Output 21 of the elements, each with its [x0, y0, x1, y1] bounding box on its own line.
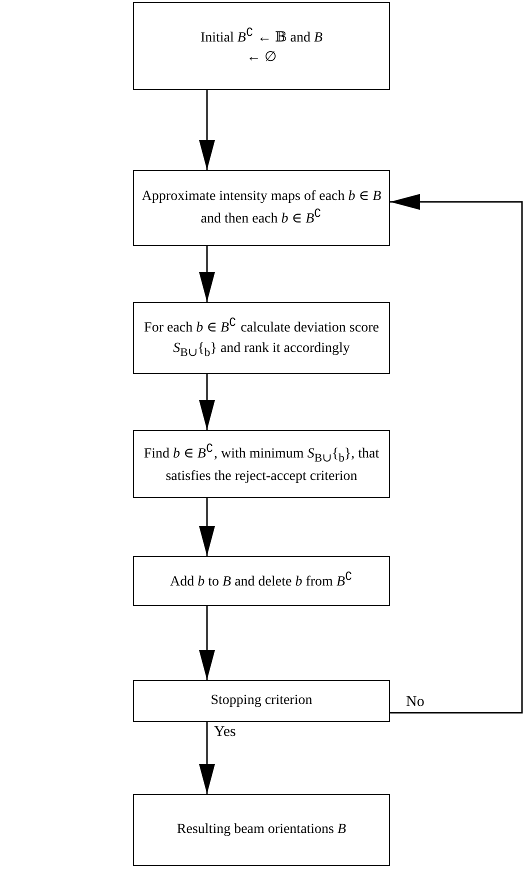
process-box	[133, 302, 390, 374]
arrow	[199, 722, 215, 794]
process-box	[133, 680, 390, 722]
arrow	[199, 374, 215, 430]
process-box	[133, 556, 390, 606]
arrow	[199, 498, 215, 556]
process-box	[133, 794, 390, 866]
box-text: Add b to B and delete b from B$^{∁}$	[169, 569, 354, 592]
box-text: Find b ∈ B$^{∁}$, with minimum S$_{B∪}${$_{b}$}, that satisfies the reject-accept criterion	[142, 441, 380, 486]
arrow	[199, 90, 215, 170]
box-text: Stopping criterion	[210, 692, 314, 710]
arrow	[199, 606, 215, 680]
box-text: Resulting beam orientations B	[176, 821, 348, 840]
process-box	[133, 170, 390, 246]
process-box	[133, 2, 390, 90]
box-text: Initial B$^{∁}$ ← 𝔹 and B ← ∅	[199, 24, 324, 67]
box-text: Approximate intensity maps of each b ∈ B and then each b ∈ B$^{∁}$	[140, 188, 382, 229]
arrow	[390, 194, 523, 714]
box-text: For each b ∈ B$^{∁}$ calculate deviation score S$_{B∪}${$_{b}$} and rank it accordingly	[143, 315, 380, 360]
arrow	[199, 246, 215, 302]
process-box	[133, 430, 390, 498]
